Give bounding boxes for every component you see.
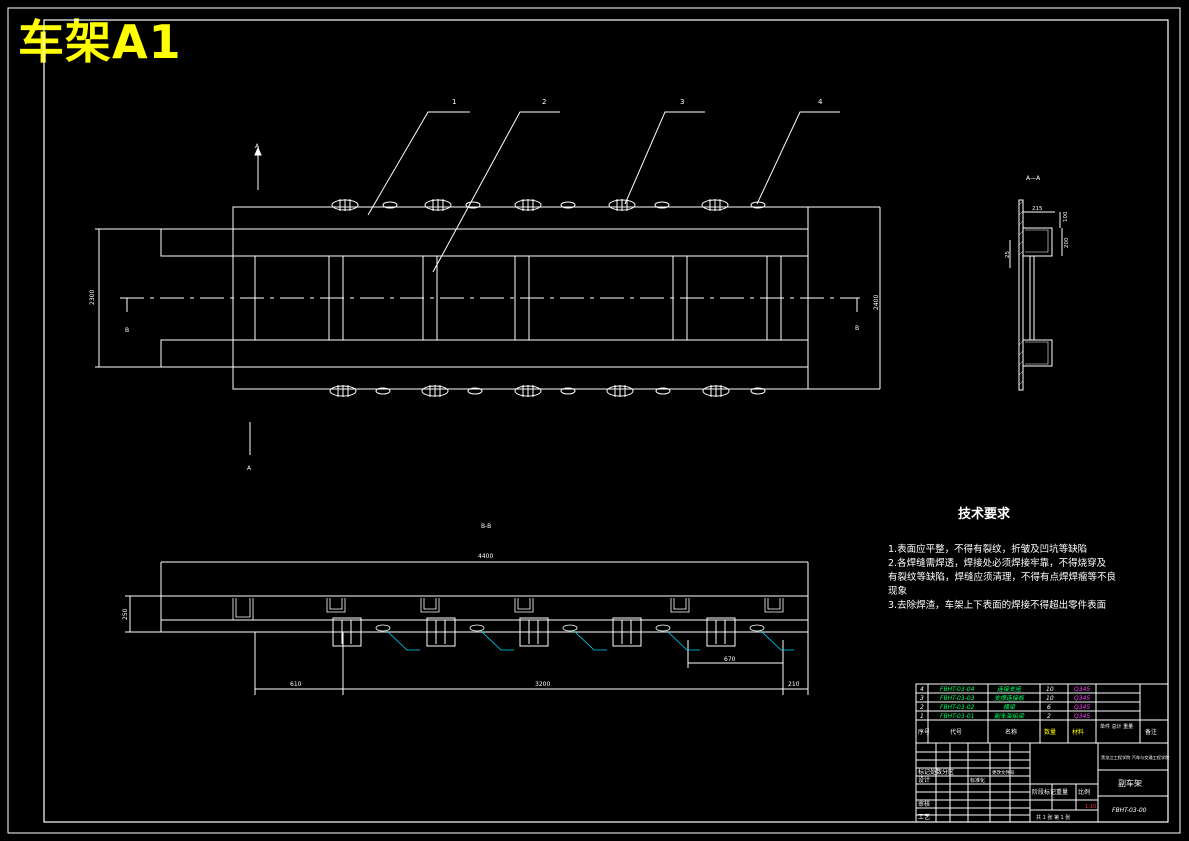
bom-row-qty: 10 bbox=[1046, 695, 1054, 702]
bom-row-qty: 2 bbox=[1047, 713, 1051, 720]
section-a-label-bottom: A bbox=[247, 465, 252, 472]
design-label: 设计 bbox=[918, 776, 930, 784]
section-bb-view bbox=[125, 561, 809, 695]
scale-label: 比例 bbox=[1078, 788, 1090, 796]
tech-requirement-line: 有裂纹等缺陷，焊缝应须清理，不得有点焊焊瘤等不良 bbox=[888, 572, 1117, 583]
weight-label: 重量 bbox=[1056, 788, 1068, 796]
rev-sub-label: 更改文件号 bbox=[992, 769, 1015, 776]
dim-bb-total: 4400 bbox=[478, 553, 493, 560]
section-b-label-left: B bbox=[125, 327, 129, 334]
balloon-4: 4 bbox=[818, 98, 823, 106]
scale-value: 1:10 bbox=[1085, 804, 1096, 810]
review-label: 审核 bbox=[918, 800, 930, 808]
bom-row-no: 2 bbox=[920, 704, 924, 711]
bom-rows: 4 FBHT-03-04 连接支座 10 Q345 3 FBHT-03-03 支… bbox=[920, 685, 1090, 720]
section-bb-label: B-B bbox=[481, 523, 491, 530]
bom-row-mat: Q345 bbox=[1074, 713, 1090, 720]
bom-row-name: 连接支座 bbox=[997, 685, 1022, 693]
bom-row-name: 副车架纵梁 bbox=[994, 712, 1025, 720]
title-block-labels: 标记处数分区 更改文件号 设计 标准化 审核 工艺 阶段标记 重量 比例 1:1… bbox=[918, 754, 1170, 821]
bom-row-code: FBHT-03-03 bbox=[940, 695, 975, 702]
dim-height-right: 2400 bbox=[873, 295, 880, 310]
bom-header: 序号 代号 名称 数量 材料 单件 总计 重量 备注 bbox=[918, 723, 1157, 736]
dim-section-h2: 200 bbox=[1064, 237, 1070, 248]
bb-mount-plates bbox=[332, 617, 736, 647]
bom-row-no: 3 bbox=[920, 695, 924, 702]
title-block bbox=[915, 683, 1169, 823]
bom-header-no: 序号 bbox=[918, 728, 930, 736]
tech-requirement-line: 3.去除焊渣，车架上下表面的焊接不得超出零件表面 bbox=[888, 600, 1107, 611]
section-b-label-right: B bbox=[855, 325, 859, 332]
section-aa-label: A—A bbox=[1026, 175, 1041, 182]
balloon-3: 3 bbox=[680, 98, 684, 106]
sheet-count: 共 1 张 第 1 张 bbox=[1036, 814, 1070, 821]
bom-row-no: 4 bbox=[920, 686, 924, 693]
bom-row-no: 1 bbox=[920, 713, 924, 720]
dim-bb-gap: 670 bbox=[724, 656, 736, 663]
dim-bb-mid: 3200 bbox=[535, 681, 550, 688]
dim-bb-right: 210 bbox=[788, 681, 800, 688]
section-a-label-top: A bbox=[255, 143, 260, 150]
bom-header-code: 代号 bbox=[950, 728, 962, 736]
dim-height-left: 2300 bbox=[89, 290, 96, 305]
bom-row-name: 支撑连接板 bbox=[994, 694, 1025, 702]
bom-row-name: 横梁 bbox=[1003, 703, 1016, 711]
longitudinal-beam-bottom bbox=[160, 339, 809, 368]
bom-row-code: FBHT-03-01 bbox=[940, 713, 975, 720]
tech-requirement-line: 现象 bbox=[888, 586, 908, 597]
drawing-title: 车架A1 bbox=[18, 15, 182, 69]
bolt-groups-bottom bbox=[329, 385, 766, 397]
bolt-groups-top bbox=[331, 199, 766, 211]
bom-row-code: FBHT-03-04 bbox=[940, 686, 975, 693]
process-label: 工艺 bbox=[918, 813, 930, 821]
std-label: 标准化 bbox=[970, 777, 985, 784]
bom-header-mat: 材料 bbox=[1072, 728, 1084, 736]
bb-weld-symbols bbox=[375, 624, 765, 632]
top-view bbox=[95, 206, 881, 390]
bb-weld-leaders bbox=[386, 630, 794, 651]
section-a-indicators bbox=[126, 146, 858, 455]
dim-section-h1: 100 bbox=[1063, 211, 1069, 222]
bom-row-mat: Q345 bbox=[1074, 695, 1090, 702]
bom-header-note: 备注 bbox=[1145, 728, 1157, 736]
tech-requirements-heading: 技术要求 bbox=[958, 507, 1011, 522]
section-aa-hatch bbox=[1018, 200, 1024, 386]
sheet-inner-border bbox=[43, 19, 1169, 823]
drawing-number: FBHT-03-00 bbox=[1112, 807, 1147, 814]
dim-bb-left: 610 bbox=[290, 681, 302, 688]
bom-header-qty: 数量 bbox=[1044, 728, 1056, 736]
dim-bb-height: 250 bbox=[122, 608, 129, 620]
longitudinal-beam-top bbox=[160, 228, 809, 257]
bom-row-qty: 10 bbox=[1046, 686, 1054, 693]
rev-label: 标记处数分区 bbox=[918, 768, 954, 776]
leader-lines bbox=[367, 111, 840, 273]
bom-row-code: FBHT-03-02 bbox=[940, 704, 975, 711]
section-aa-view bbox=[1009, 199, 1063, 391]
part-name: 副车架 bbox=[1118, 778, 1142, 788]
sheet-outer-border bbox=[7, 7, 1181, 834]
bom-row-mat: Q345 bbox=[1074, 686, 1090, 693]
bom-row-qty: 6 bbox=[1047, 704, 1051, 711]
dim-section-small: 25 bbox=[1005, 251, 1011, 258]
bom-row-mat: Q345 bbox=[1074, 704, 1090, 711]
bb-channel-sections bbox=[232, 598, 784, 621]
balloon-1: 1 bbox=[452, 98, 456, 106]
bom-header-weight: 单件 总计 重量 bbox=[1100, 723, 1133, 730]
school-name: 黑龙江工程学院 汽车与交通工程学院 bbox=[1101, 754, 1170, 761]
dim-section-width: 215 bbox=[1032, 206, 1043, 212]
balloon-2: 2 bbox=[542, 98, 546, 106]
tech-requirement-line: 2.各焊缝需焊透，焊接处必须焊接牢靠，不得烧穿及 bbox=[888, 558, 1107, 569]
bom-header-name: 名称 bbox=[1005, 728, 1017, 736]
tech-requirement-line: 1.表面应平整，不得有裂纹，折皱及凹坑等缺陷 bbox=[888, 544, 1088, 555]
stage-label: 阶段标记 bbox=[1032, 788, 1056, 796]
